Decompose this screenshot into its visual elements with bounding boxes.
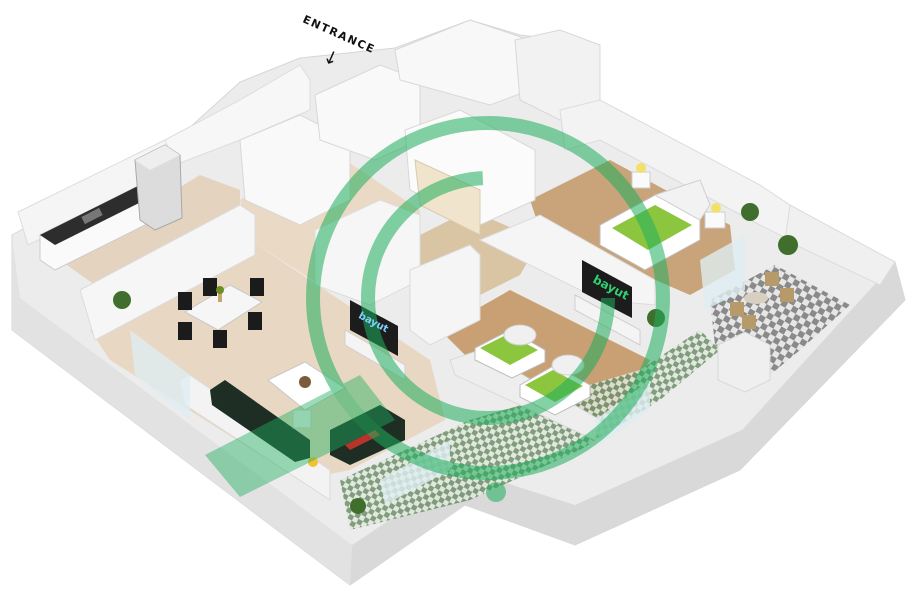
vase-icon	[216, 286, 224, 302]
watermark-tail	[205, 375, 395, 497]
refrigerator-top	[135, 145, 180, 170]
watermark-dot	[486, 482, 506, 502]
headboard-2a	[503, 324, 537, 346]
terrace-chairs	[730, 272, 794, 329]
kitchen-floor	[60, 175, 240, 285]
bedside-lamp-right-icon	[711, 203, 721, 213]
master-headboard	[653, 179, 711, 221]
sofa	[210, 380, 310, 462]
bayut-watermark	[205, 116, 670, 502]
cooktop-icon	[81, 207, 103, 225]
terrace-table	[744, 292, 768, 304]
lamp-icon	[308, 457, 318, 467]
plant-icon	[299, 376, 311, 388]
outer-wall-front-right	[350, 262, 905, 585]
upper-left-wall	[164, 64, 311, 166]
bedroom-partition-2	[409, 244, 481, 346]
glass-balustrade-front	[380, 440, 450, 505]
nightstand-right	[704, 211, 726, 229]
dining-chairs	[178, 278, 264, 348]
balcony-front-tiles	[340, 330, 720, 530]
bedside-lamp-icon	[636, 163, 646, 173]
column-right	[717, 331, 771, 393]
tv-bedroom	[582, 260, 632, 318]
coffee-table-base	[292, 409, 312, 429]
glass-balustrade-left	[130, 330, 190, 420]
outer-wall-front-left	[12, 238, 352, 585]
glass-balustrade-terrace	[700, 235, 745, 310]
bed-2a-blanket	[480, 334, 538, 365]
nightstand-left	[631, 171, 651, 189]
watermark-ring-inner	[361, 171, 615, 425]
watermark-ring-outer	[306, 116, 670, 480]
right-wall	[784, 204, 896, 286]
